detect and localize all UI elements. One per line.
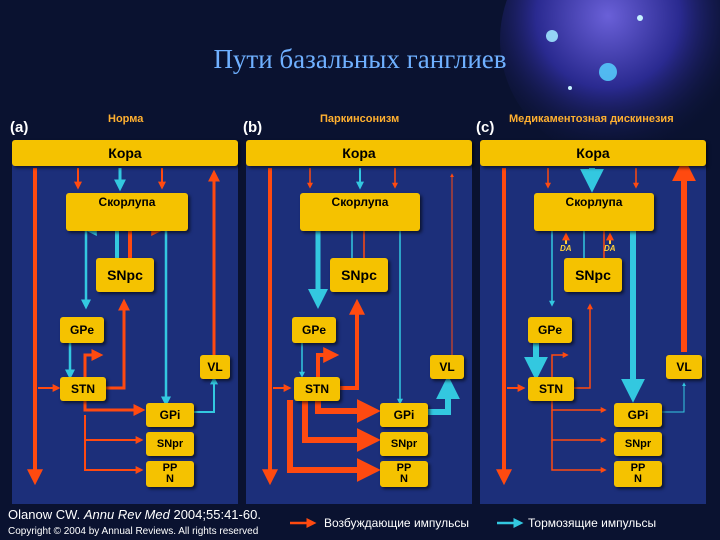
panel-c-cortex: Кора [480,140,706,166]
panel-a-striatum: Скорлупа [66,193,188,231]
panel-b-snpc: SNpc [330,258,388,292]
panel-c-title: Медикаментозная дискинезия [509,113,674,125]
panel-c-stn: STN [528,377,574,401]
panel-a-stn: STN [60,377,106,401]
panel-c-gpe: GPe [528,317,572,343]
page-title: Пути базальных ганглиев [213,44,507,74]
panel-a-letter: (a) [10,119,29,136]
legend-inhibitory-label: Тормозящие импульсы [528,516,657,530]
panel-c-da-label-left: DA [560,244,572,253]
panel-c-striatum: Скорлупа [534,193,654,231]
copyright: Copyright © 2004 by Annual Reviews. All … [8,526,259,537]
panel-b-ppn: PPN [380,461,428,487]
panel-b-stn: STN [294,377,340,401]
citation: Olanow CW. Annu Rev Med 2004;55:41-60. [8,507,261,522]
panel-b-gpi: GPi [380,403,428,427]
panel-b-cortex: Кора [246,140,472,166]
panel-a-snpc: SNpc [96,258,154,292]
panel-c-da-label-right: DA [604,244,616,253]
panel-c-letter: (c) [476,119,495,136]
panel-a-gpi: GPi [146,403,194,427]
panel-c-ppn: PPN [614,461,662,487]
panel-a-snpr: SNpr [146,432,194,456]
panel-b-arrows [262,168,460,486]
panel-c-vl: VL [666,355,702,379]
panel-b-title: Паркинсонизм [320,113,400,125]
panel-a-ppn: PPN [146,461,194,487]
panel-a-gpe: GPe [60,317,104,343]
panel-b-vl: VL [430,355,464,379]
panel-b-gpe: GPe [292,317,336,343]
panel-a-cortex: Кора [12,140,238,166]
citation-details: 2004;55:41-60. [169,507,261,522]
legend-excitatory-label: Возбуждающие импульсы [324,516,470,530]
panel-a-vl: VL [200,355,230,379]
panel-b-letter: (b) [243,119,263,136]
panel-c-arrows [496,157,696,486]
panel-a-title: Норма [108,113,144,125]
panel-b-striatum: Скорлупа [300,193,420,231]
panel-c-snpc: SNpc [564,258,622,292]
panel-c-snpr: SNpr [614,432,662,456]
citation-journal: Annu Rev Med [83,507,170,522]
citation-author: Olanow CW. [8,507,84,522]
panel-b-snpr: SNpr [380,432,428,456]
panel-c-gpi: GPi [614,403,662,427]
